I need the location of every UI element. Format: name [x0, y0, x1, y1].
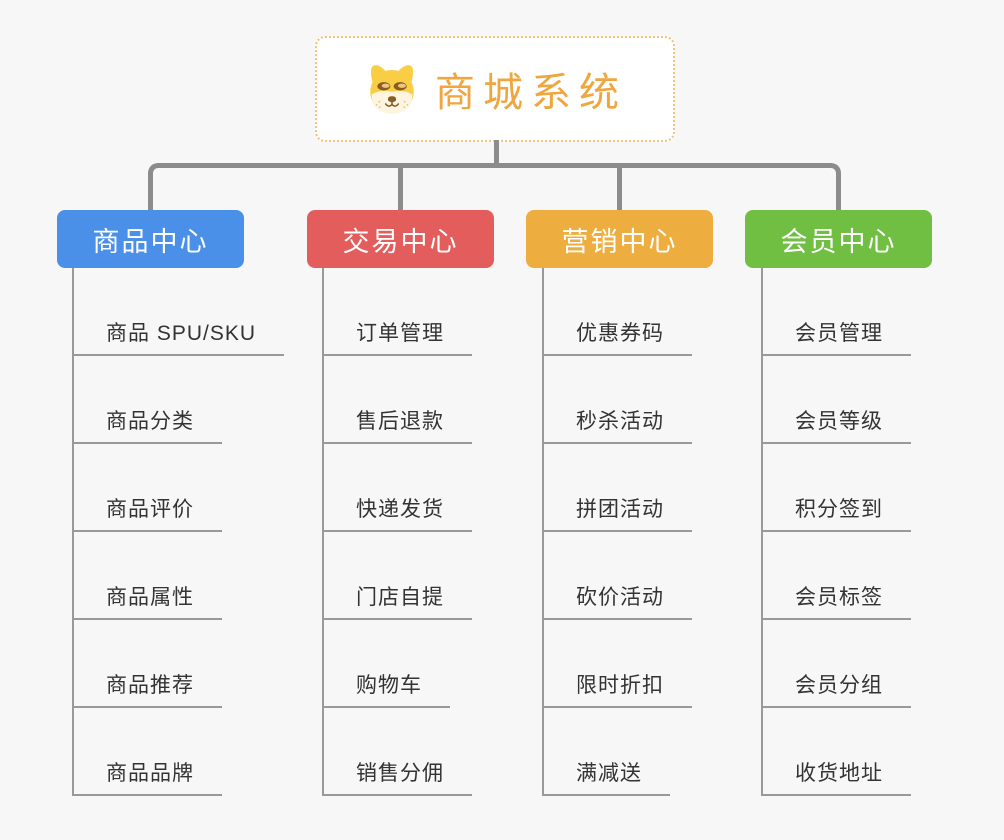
subtopic[interactable]: 商品分类: [72, 356, 284, 444]
connector-line: [542, 268, 544, 796]
subtopic[interactable]: 销售分佣: [322, 708, 472, 796]
connector-line: [761, 268, 763, 796]
branch-node-marketing-center[interactable]: 营销中心: [526, 210, 713, 268]
connector-root-stem: [494, 140, 499, 166]
branch-column-product: 商品 SPU/SKU 商品分类 商品评价 商品属性 商品推荐 商品品牌: [72, 268, 285, 796]
subtopic[interactable]: 满减送: [542, 708, 692, 796]
subtopic[interactable]: 订单管理: [322, 268, 472, 356]
root-node[interactable]: 商城系统: [315, 36, 675, 142]
subtopic[interactable]: 会员等级: [761, 356, 911, 444]
subtopic[interactable]: 会员管理: [761, 268, 911, 356]
branch-node-product-center[interactable]: 商品中心: [57, 210, 244, 268]
subtopic[interactable]: 商品 SPU/SKU: [72, 268, 285, 356]
connector-drop-trade: [398, 166, 403, 210]
connector-drop-marketing: [617, 166, 622, 210]
subtopic[interactable]: 秒杀活动: [542, 356, 692, 444]
branch-node-trade-center[interactable]: 交易中心: [307, 210, 494, 268]
subtopic[interactable]: 售后退款: [322, 356, 472, 444]
branch-column-trade: 订单管理 售后退款 快递发货 门店自提 购物车 销售分佣: [322, 268, 472, 796]
subtopic[interactable]: 商品品牌: [72, 708, 284, 796]
root-title: 商城系统: [435, 71, 627, 115]
subtopic[interactable]: 门店自提: [322, 532, 472, 620]
connector-line: [322, 268, 324, 796]
subtopic[interactable]: 优惠券码: [542, 268, 692, 356]
subtopic[interactable]: 收货地址: [761, 708, 911, 796]
subtopic[interactable]: 限时折扣: [542, 620, 692, 708]
subtopic[interactable]: 积分签到: [761, 444, 911, 532]
subtopic[interactable]: 购物车: [322, 620, 472, 708]
dog-face-icon: [370, 65, 414, 114]
subtopic[interactable]: 会员标签: [761, 532, 911, 620]
connector-line: [72, 268, 74, 796]
subtopic[interactable]: 拼团活动: [542, 444, 692, 532]
branch-node-member-center[interactable]: 会员中心: [745, 210, 932, 268]
connector-corner-left: [148, 163, 497, 210]
connector-corner-right: [497, 163, 841, 210]
subtopic[interactable]: 商品推荐: [72, 620, 284, 708]
branch-column-member: 会员管理 会员等级 积分签到 会员标签 会员分组 收货地址: [761, 268, 911, 796]
subtopic[interactable]: 商品属性: [72, 532, 284, 620]
branch-column-marketing: 优惠券码 秒杀活动 拼团活动 砍价活动 限时折扣 满减送: [542, 268, 692, 796]
subtopic[interactable]: 会员分组: [761, 620, 911, 708]
subtopic[interactable]: 快递发货: [322, 444, 472, 532]
subtopic[interactable]: 商品评价: [72, 444, 284, 532]
subtopic[interactable]: 砍价活动: [542, 532, 692, 620]
